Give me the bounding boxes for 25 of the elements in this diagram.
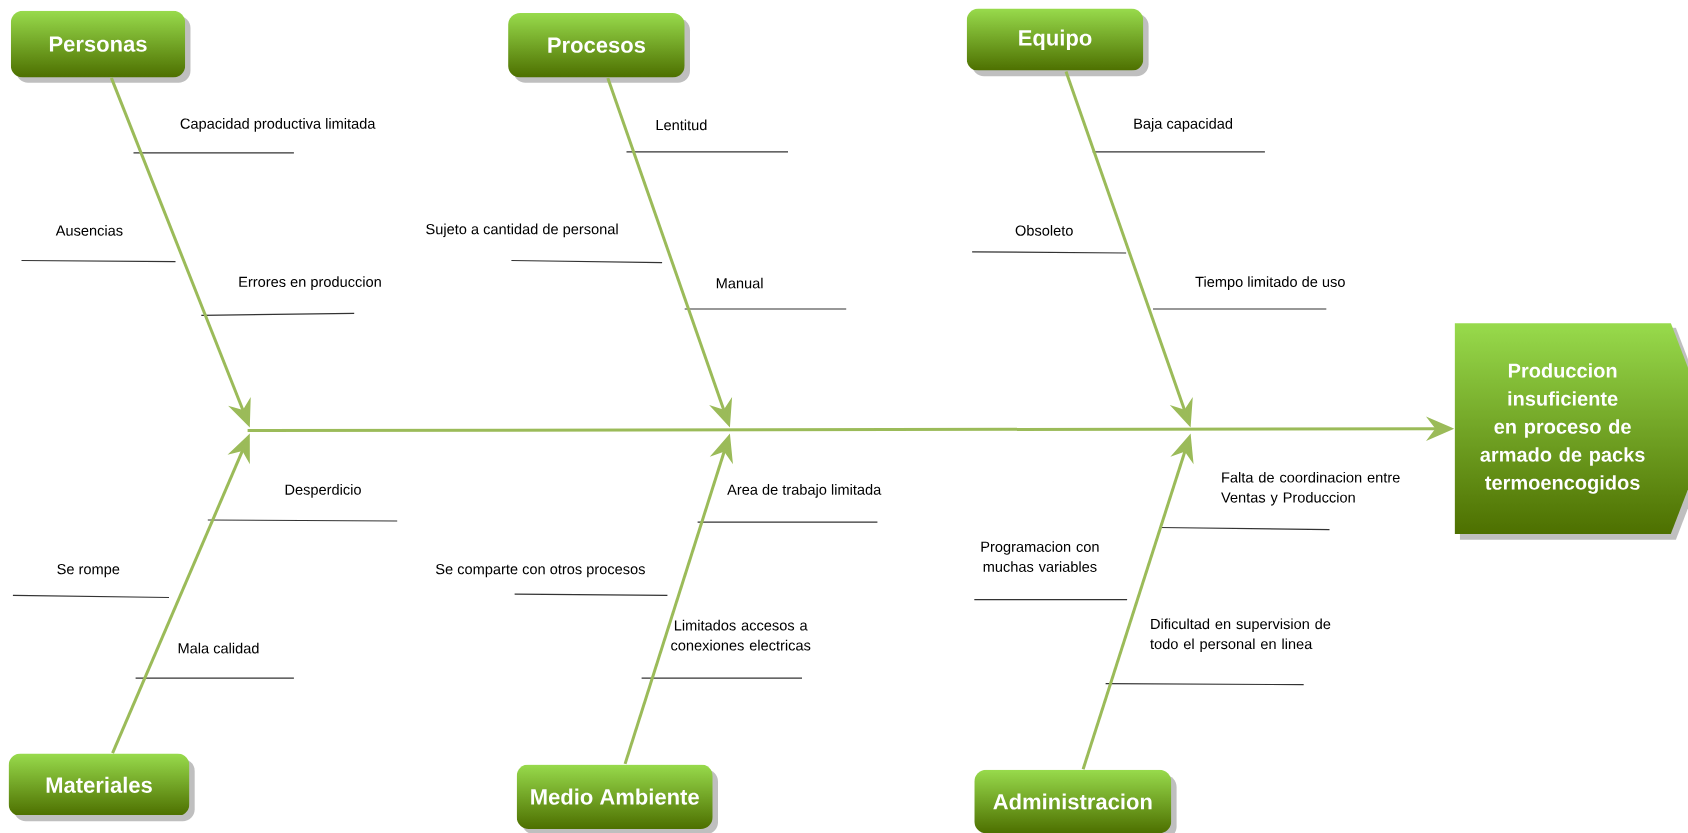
cause-label: Lentitud — [656, 119, 707, 131]
cause-label: Tiempo limitado de uso — [1195, 276, 1345, 290]
cause-label: Ausencias — [55, 225, 123, 236]
cause-label: Mala calidad — [178, 642, 259, 654]
category-box: Administracion — [974, 769, 1177, 833]
cause-label: Desperdicio — [285, 484, 361, 498]
cause-label: Dificultad en supervision de todo el personal en linea — [1150, 618, 1331, 652]
cause-label: Area de trabajo limitada — [727, 484, 882, 498]
category-box: Equipo — [966, 8, 1149, 77]
category-box: Personas — [10, 10, 191, 83]
category-box: Procesos — [508, 12, 690, 83]
cause-label: Programacion con muchas variables — [981, 541, 1099, 572]
category-box: Medio Ambiente — [516, 764, 718, 833]
cause-label: Sujeto a cantidad de personal — [426, 223, 618, 238]
category-box: Materiales — [8, 753, 195, 822]
cause-label: Limitados accesos a conexiones electricas — [671, 619, 811, 651]
effect-box: Produccion insuficiente en proceso de armado de packs termoencogidos — [1454, 323, 1688, 540]
cause-label: Obsoleto — [1015, 225, 1073, 236]
cause-label: Errores en produccion — [239, 276, 381, 290]
cause-label: Se comparte con otros procesos — [435, 564, 645, 578]
cause-label: Falta de coordinacion entre Ventas y Produccion — [1221, 471, 1400, 506]
cause-label: Capacidad productiva limitada — [180, 118, 376, 132]
cause-label: Manual — [716, 277, 763, 289]
cause-label: Baja capacidad — [1134, 118, 1233, 132]
cause-label: Se rompe — [57, 564, 120, 578]
